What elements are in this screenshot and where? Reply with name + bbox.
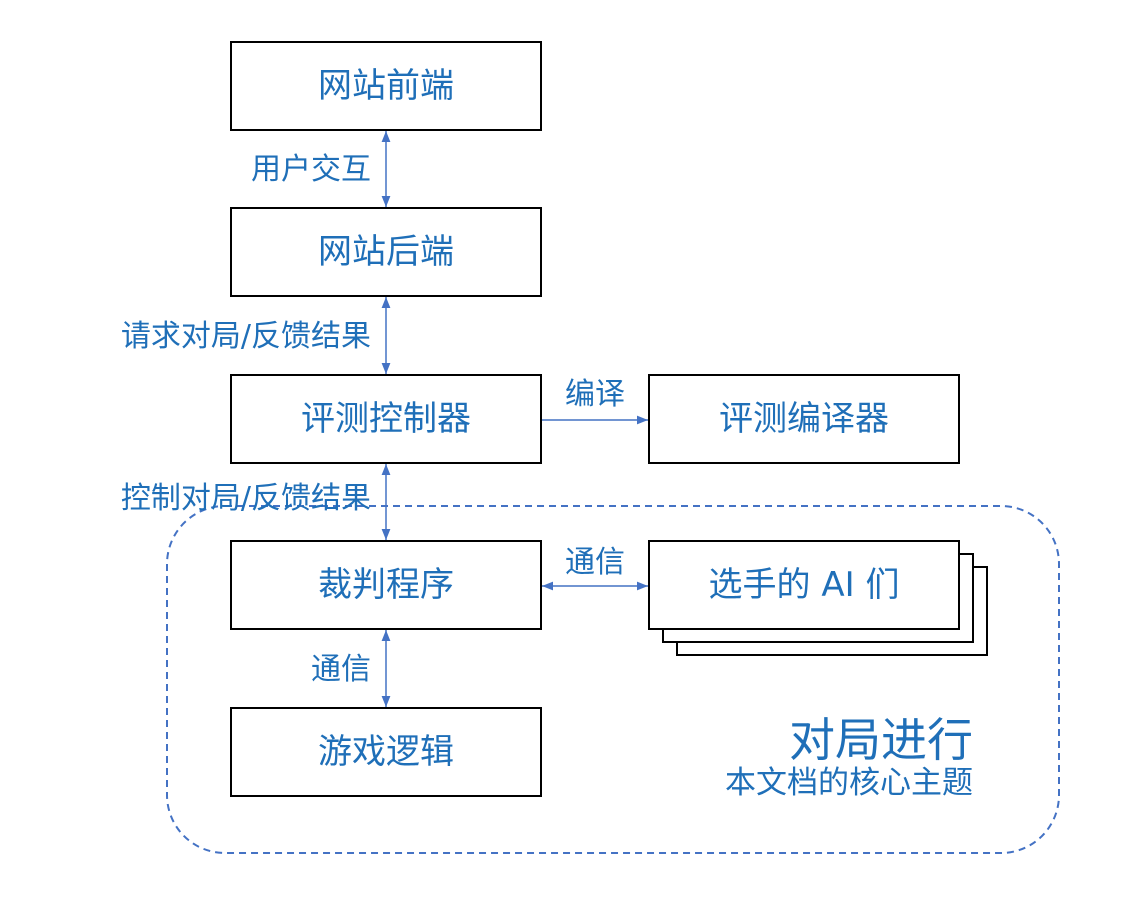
edge-label-judge-ai: 通信 [565,545,625,580]
region-subtitle: 本文档的核心主题 [725,765,973,801]
backend-box: 网站后端 [230,207,542,297]
frontend-box: 网站前端 [230,41,542,131]
game-logic-box: 游戏逻辑 [230,707,542,797]
edge-label-controller-judge: 控制对局/反馈结果 [120,481,371,516]
edge-label-controller-compiler: 编译 [565,377,625,412]
ai-players-label: 选手的 AI 们 [708,565,900,605]
frontend-label: 网站前端 [318,66,454,106]
judge-box: 裁判程序 [230,540,542,630]
compiler-label: 评测编译器 [719,399,889,439]
backend-label: 网站后端 [318,232,454,272]
region-title: 对局进行 [789,713,973,767]
edge-label-backend-controller: 请求对局/反馈结果 [120,319,371,354]
compiler-box: 评测编译器 [648,374,960,464]
controller-label: 评测控制器 [301,399,471,439]
ai-players-box: 选手的 AI 们 [648,540,960,630]
edge-label-frontend-backend: 用户交互 [251,152,371,187]
game-logic-label: 游戏逻辑 [318,732,454,772]
controller-box: 评测控制器 [230,374,542,464]
edge-label-judge-game: 通信 [311,652,371,687]
judge-label: 裁判程序 [318,565,454,605]
